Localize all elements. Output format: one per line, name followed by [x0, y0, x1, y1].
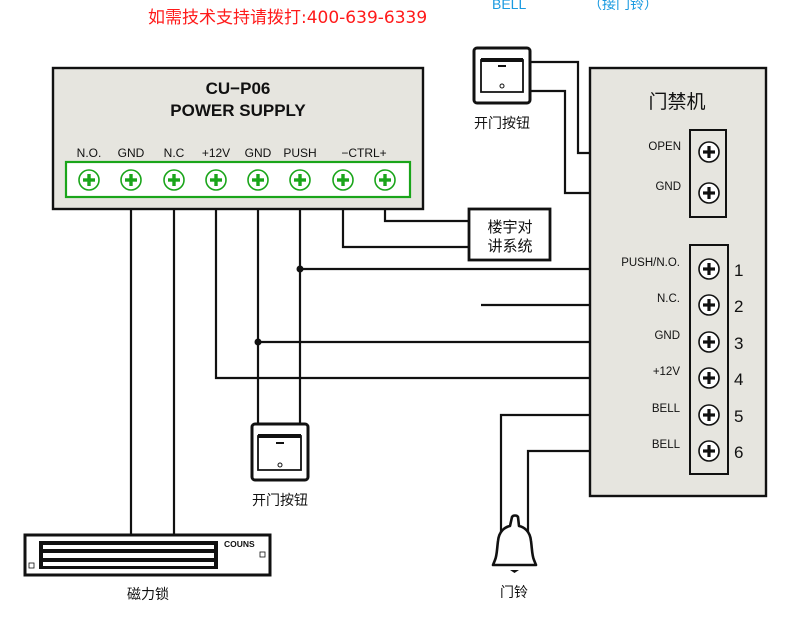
screw-terminal-icon	[698, 440, 720, 462]
controller-terminal-label: GND	[655, 181, 681, 193]
screw-terminal-icon	[374, 169, 396, 191]
wire-ctrl-minus-to-intercom	[341, 197, 468, 249]
screw-terminal-icon	[289, 169, 311, 191]
psu-model: CU−P06	[206, 79, 271, 98]
screw-terminal-icon	[163, 169, 185, 191]
screw-terminal-icon	[698, 294, 720, 316]
controller-terminal-label: BELL	[652, 403, 681, 415]
controller-terminal-label: PUSH/N.O.	[621, 257, 680, 269]
maglock-label: 磁力锁	[127, 587, 169, 603]
terminal-number: 2	[734, 297, 743, 316]
support-hotline-text: 如需技术支持请拨打:400-639-6339	[148, 8, 427, 28]
screw-terminal-icon	[698, 182, 720, 204]
intercom-label-line2: 讲系统	[487, 237, 532, 255]
screw-terminal-icon	[332, 169, 354, 191]
exit-button-label: 开门按钮	[252, 493, 308, 509]
magnetic-lock: COUNS 磁力锁	[23, 533, 272, 603]
bell-header-label: BELL	[492, 0, 526, 12]
screw-icon	[259, 551, 266, 558]
psu-terminal-label: N.O.	[77, 146, 102, 160]
psu-terminal-label: −CTRL+	[341, 146, 386, 160]
screw-icon	[28, 562, 35, 569]
controller-terminal-label: OPEN	[648, 141, 681, 153]
screw-terminal-icon	[205, 169, 227, 191]
screw-terminal-icon	[698, 141, 720, 163]
doorbell-label: 门铃	[500, 585, 528, 601]
junction-dot	[296, 265, 304, 273]
terminal-number: 6	[734, 443, 743, 462]
bell-icon	[491, 514, 538, 573]
psu-name: POWER SUPPLY	[170, 101, 306, 120]
exit-button-icon	[250, 422, 310, 482]
terminal-number: 3	[734, 334, 743, 353]
exit-button-top: 开门按钮	[472, 46, 532, 132]
psu-terminal-strip	[64, 160, 412, 199]
power-supply-unit: CU−P06 POWER SUPPLY N.O. GND N.C +12V GN…	[51, 66, 425, 211]
controller-terminal-label: N.C.	[657, 293, 680, 305]
intercom-label-line1: 楼宇对	[487, 218, 532, 236]
bell-header-note: （接门铃）	[588, 0, 658, 13]
screw-terminal-icon	[247, 169, 269, 191]
controller-terminal-label: +12V	[653, 366, 681, 378]
screw-terminal-icon	[698, 258, 720, 280]
psu-terminal-label: GND	[245, 146, 272, 160]
exit-button-label: 开门按钮	[474, 116, 530, 132]
doorbell: 门铃	[491, 514, 538, 601]
controller-bottom-terminal-strip	[689, 244, 729, 475]
terminal-number: 1	[734, 261, 743, 280]
psu-terminal-label: N.C	[164, 146, 185, 160]
controller-terminal-label: GND	[654, 330, 680, 342]
psu-terminal-label: GND	[118, 146, 145, 160]
wire-psu-12v-to-controller	[214, 197, 700, 380]
intercom-system: 楼宇对 讲系统	[467, 207, 552, 262]
exit-button-icon	[472, 46, 532, 105]
maglock-brand: COUNS	[224, 539, 255, 549]
psu-terminal-label: +12V	[202, 146, 230, 160]
junction-dot	[254, 338, 262, 346]
screw-terminal-icon	[120, 169, 142, 191]
terminal-number: 5	[734, 407, 743, 426]
screw-terminal-icon	[78, 169, 100, 191]
controller-terminal-label: BELL	[652, 439, 681, 451]
screw-terminal-icon	[698, 331, 720, 353]
controller-title: 门禁机	[648, 91, 705, 113]
screw-terminal-icon	[698, 367, 720, 389]
access-controller: 门禁机 OPEN GND PUSH/N.O. N.C. GND +12V BEL…	[588, 66, 768, 498]
exit-button-bottom: 开门按钮	[250, 422, 310, 509]
screw-terminal-icon	[698, 404, 720, 426]
psu-terminal-label: PUSH	[283, 146, 316, 160]
terminal-number: 4	[734, 370, 743, 389]
